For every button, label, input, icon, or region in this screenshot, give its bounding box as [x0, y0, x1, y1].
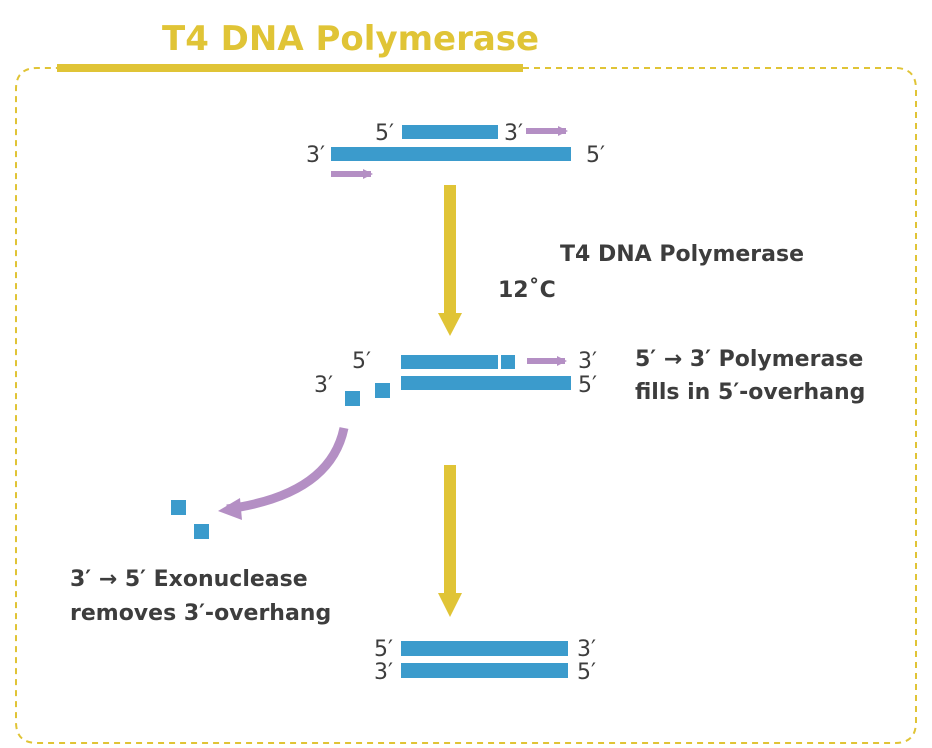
enzyme-label: T4 DNA Polymerase	[560, 242, 804, 267]
step2-added-nucleotide	[501, 355, 515, 369]
temperature-label: 12˚C	[498, 278, 556, 303]
step1-top-right-label: 3′	[504, 121, 523, 146]
down-arrow-2-shaft	[444, 465, 456, 595]
step1-bottom-strand	[331, 147, 571, 161]
step2-top-strand	[401, 355, 498, 369]
down-arrow-1-shaft	[444, 185, 456, 315]
step1-bottom-left-label: 3′	[306, 143, 325, 168]
polymerase-description-line2: fills in 5′-overhang	[635, 380, 865, 405]
down-arrow-1-head-icon	[438, 313, 462, 336]
diagram-title: T4 DNA Polymerase	[162, 19, 539, 59]
step2-removed-nucleotide-2	[345, 391, 360, 406]
step3-top-right-label: 3′	[577, 637, 596, 662]
step2-top-left-label: 5′	[352, 349, 371, 374]
step3-bottom-right-label: 5′	[577, 660, 596, 685]
step1-bottom-right-label: 5′	[586, 143, 605, 168]
step3-bottom-left-label: 3′	[374, 660, 393, 685]
step1-top-left-label: 5′	[375, 121, 394, 146]
step3-bottom-strand	[401, 663, 568, 678]
exonuclease-arrowhead-icon	[218, 498, 242, 520]
step2-top-right-label: 3′	[578, 349, 597, 374]
released-nucleotide-2	[194, 524, 209, 539]
dashed-frame	[15, 67, 917, 744]
step3-top-strand	[401, 641, 568, 656]
step2-bottom-left-label: 3′	[314, 373, 333, 398]
down-arrow-2-head-icon	[438, 593, 462, 617]
step1-top-strand	[402, 125, 498, 139]
step2-bottom-right-label: 5′	[578, 373, 597, 398]
step2-bottom-strand	[401, 376, 571, 390]
polymerase-description-line1: 5′ → 3′ Polymerase	[635, 347, 863, 372]
released-nucleotide-1	[171, 500, 186, 515]
exonuclease-description-line2: removes 3′-overhang	[70, 601, 331, 626]
exonuclease-curved-arrow-icon	[226, 426, 349, 514]
step2-removed-nucleotide-1	[375, 383, 390, 398]
step3-top-left-label: 5′	[374, 637, 393, 662]
exonuclease-description-line1: 3′ → 5′ Exonuclease	[70, 567, 308, 592]
title-underline	[57, 64, 523, 72]
